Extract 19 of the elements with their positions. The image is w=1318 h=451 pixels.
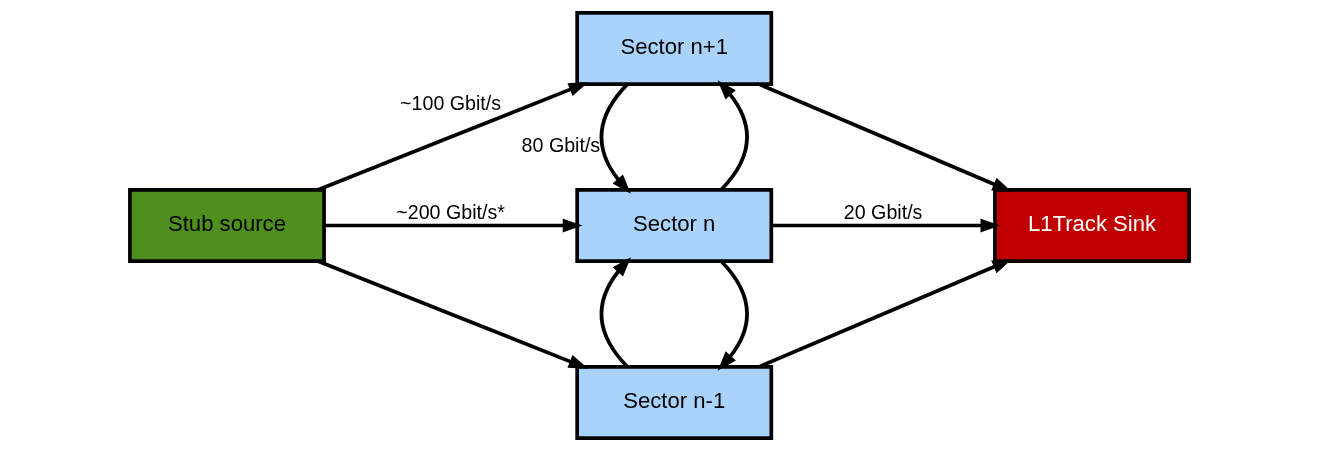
arrow	[599, 83, 631, 194]
arrow	[317, 82, 588, 192]
node-box: Stub source	[127, 188, 326, 263]
arrow	[717, 80, 749, 191]
arrow	[317, 259, 588, 369]
node-box: Sector n-1	[574, 364, 773, 440]
edge-label: 80 Gbit/s	[521, 134, 600, 157]
edge-label: 20 Gbit/s	[843, 201, 922, 224]
edge-label: ~100 Gbit/s	[399, 91, 501, 114]
arrow	[758, 82, 1012, 192]
node-box: Sector n+1	[574, 11, 773, 87]
arrow	[771, 218, 1000, 233]
node-box: Sector n	[574, 188, 773, 263]
arrow	[323, 218, 582, 233]
arrow	[758, 259, 1012, 369]
arrow	[717, 260, 749, 371]
arrow	[599, 257, 631, 368]
edge-label: ~200 Gbit/s*	[395, 201, 505, 224]
node-box: L1Track Sink	[992, 188, 1191, 263]
